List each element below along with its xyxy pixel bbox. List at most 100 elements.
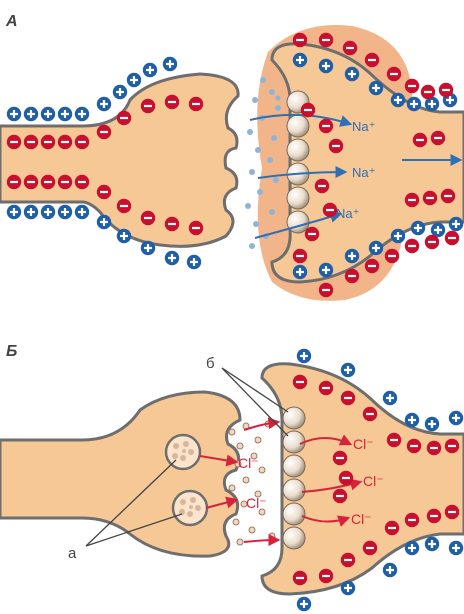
- minus-circle-icon: [385, 521, 399, 535]
- minus-circle-icon: [421, 85, 435, 99]
- minus-circle-icon: [305, 227, 319, 241]
- plus-circle-icon: [449, 541, 463, 555]
- minus-circle-icon: [97, 185, 111, 199]
- minus-circle-icon: [141, 211, 155, 225]
- plus-circle-icon: [7, 205, 21, 219]
- minus-circle-icon: [301, 103, 315, 117]
- minus-circle-icon: [341, 553, 355, 567]
- plus-circle-icon: [345, 67, 359, 81]
- minus-circle-icon: [439, 83, 453, 97]
- plus-circle-icon: [341, 581, 355, 595]
- minus-circle-icon: [189, 221, 203, 235]
- plus-circle-icon: [319, 263, 333, 277]
- plus-circle-icon: [41, 205, 55, 219]
- plus-circle-icon: [24, 205, 38, 219]
- plus-circle-icon: [369, 241, 383, 255]
- plus-circle-icon: [163, 57, 177, 71]
- panel-b-label: Б: [6, 343, 17, 360]
- minus-circle-icon: [319, 381, 333, 395]
- minus-circle-icon: [24, 175, 38, 189]
- plus-circle-icon: [391, 93, 405, 107]
- plus-circle-icon: [297, 597, 311, 611]
- plus-circle-icon: [7, 107, 21, 121]
- chloride-ion-label: Cl⁻: [363, 473, 384, 489]
- minus-circle-icon: [441, 189, 455, 203]
- minus-circle-icon: [293, 375, 307, 389]
- minus-circle-icon: [427, 509, 441, 523]
- receptor: [283, 503, 305, 525]
- receptor: [287, 211, 309, 233]
- minus-circle-icon: [75, 135, 89, 149]
- plus-circle-icon: [41, 107, 55, 121]
- plus-circle-icon: [165, 251, 179, 265]
- minus-circle-icon: [7, 175, 21, 189]
- minus-circle-icon: [323, 203, 337, 217]
- minus-circle-icon: [7, 135, 21, 149]
- minus-circle-icon: [427, 441, 441, 455]
- plus-circle-icon: [405, 541, 419, 555]
- minus-circle-icon: [333, 489, 347, 503]
- plus-circle-icon: [58, 205, 72, 219]
- minus-circle-icon: [387, 433, 401, 447]
- minus-circle-icon: [24, 135, 38, 149]
- minus-circle-icon: [363, 407, 377, 421]
- chloride-ion-label: Cl⁻: [238, 455, 259, 471]
- presynaptic-terminal-a: [0, 74, 238, 246]
- vesicles-callout-label: а: [68, 545, 77, 562]
- minus-circle-icon: [97, 125, 111, 139]
- minus-circle-icon: [319, 119, 333, 133]
- plus-circle-icon: [113, 85, 127, 99]
- panel-a: А N: [0, 13, 464, 301]
- minus-circle-icon: [363, 541, 377, 555]
- minus-circle-icon: [329, 139, 343, 153]
- plus-circle-icon: [117, 229, 131, 243]
- plus-circle-icon: [97, 97, 111, 111]
- plus-circle-icon: [449, 217, 463, 231]
- receptors-callout-label: б: [206, 355, 215, 372]
- minus-circle-icon: [319, 569, 333, 583]
- plus-circle-icon: [127, 73, 141, 87]
- minus-circle-icon: [431, 131, 445, 145]
- minus-circle-icon: [445, 439, 459, 453]
- minus-circle-icon: [445, 231, 459, 245]
- chloride-ion-label: Cl⁻: [351, 511, 372, 527]
- minus-circle-icon: [41, 135, 55, 149]
- plus-circle-icon: [319, 59, 333, 73]
- minus-circle-icon: [405, 79, 419, 93]
- sodium-ion-label: Na⁺: [352, 165, 375, 180]
- panel-b: Б: [0, 343, 464, 611]
- plus-circle-icon: [425, 417, 439, 431]
- minus-circle-icon: [293, 33, 307, 47]
- plus-circle-icon: [75, 205, 89, 219]
- receptor: [283, 455, 305, 477]
- plus-circle-icon: [369, 81, 383, 95]
- minus-circle-icon: [405, 193, 419, 207]
- minus-circle-icon: [165, 95, 179, 109]
- sodium-ion-label: Na⁺: [336, 206, 359, 221]
- receptor: [287, 139, 309, 161]
- minus-circle-icon: [405, 239, 419, 253]
- minus-circle-icon: [75, 175, 89, 189]
- plus-circle-icon: [391, 229, 405, 243]
- minus-circle-icon: [315, 179, 329, 193]
- plus-circle-icon: [383, 563, 397, 577]
- receptor: [283, 527, 305, 549]
- minus-circle-icon: [319, 33, 333, 47]
- minus-circle-icon: [333, 451, 347, 465]
- presynaptic-terminal-b: [0, 392, 240, 556]
- plus-circle-icon: [405, 413, 419, 427]
- minus-circle-icon: [117, 199, 131, 213]
- receptor: [287, 115, 309, 137]
- minus-circle-icon: [189, 97, 203, 111]
- plus-circle-icon: [141, 241, 155, 255]
- minus-circle-icon: [387, 67, 401, 81]
- minus-circle-icon: [319, 283, 333, 297]
- minus-circle-icon: [293, 249, 307, 263]
- synaptic-vesicle: [173, 491, 207, 525]
- minus-circle-icon: [423, 191, 437, 205]
- receptor: [283, 479, 305, 501]
- plus-circle-icon: [143, 63, 157, 77]
- plus-circle-icon: [293, 265, 307, 279]
- minus-circle-icon: [365, 53, 379, 67]
